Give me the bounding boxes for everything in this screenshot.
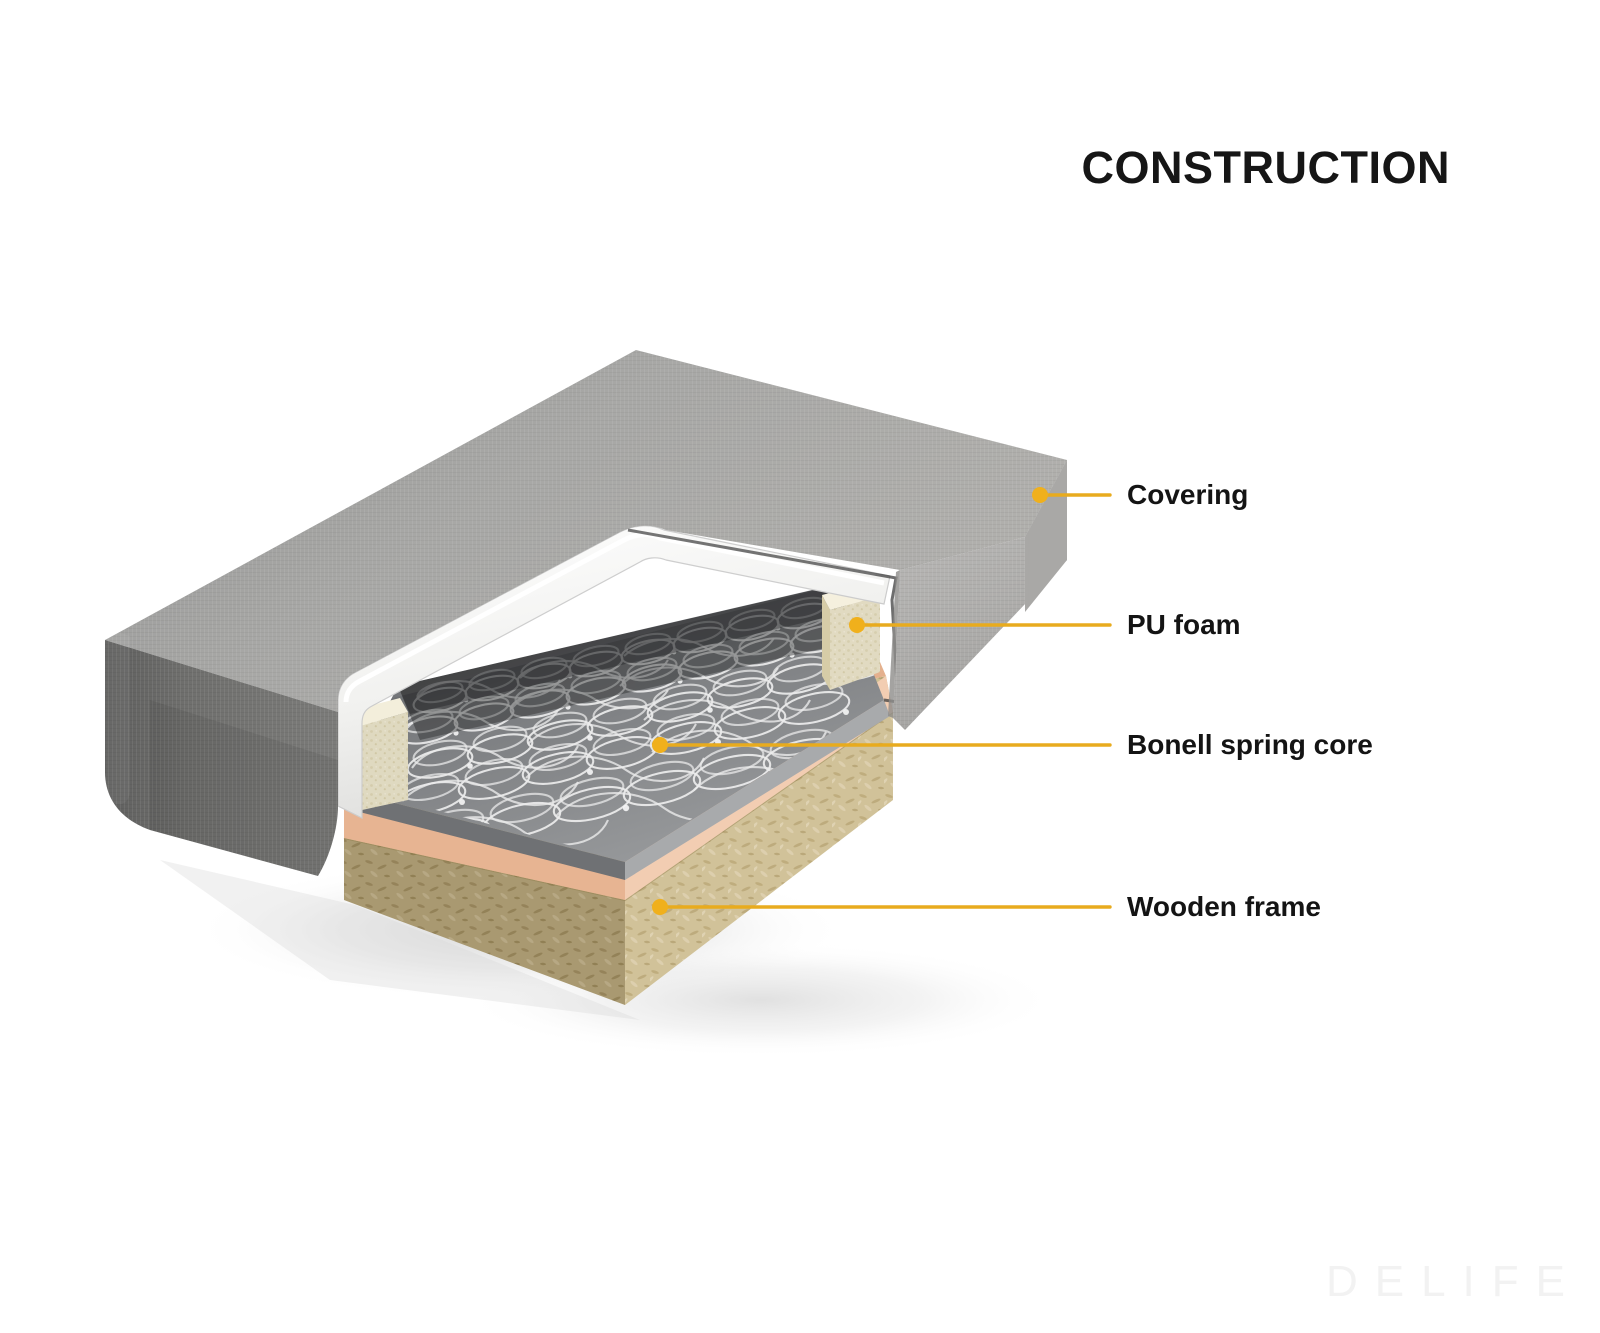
callout-dot-covering[interactable]	[1032, 487, 1048, 503]
delife-watermark: DELIFE	[1325, 1257, 1582, 1306]
callout-label-covering: Covering	[1127, 479, 1249, 510]
page-title: CONSTRUCTION	[1081, 142, 1450, 193]
pu-foam-layer	[345, 582, 880, 812]
wooden-frame-front	[344, 838, 625, 1005]
callout-label-pu-foam: PU foam	[1127, 609, 1241, 640]
callout-label-bonell-spring-core: Bonell spring core	[1127, 729, 1373, 760]
wooden-frame-end	[625, 712, 893, 1005]
callout-dot-bonell-spring-core[interactable]	[652, 737, 668, 753]
covering-layer	[105, 350, 1067, 876]
pu-foam-block-left	[345, 698, 408, 812]
callout-label-wooden-frame: Wooden frame	[1127, 891, 1321, 922]
callout-leaders	[652, 487, 1112, 915]
spring-coils	[398, 585, 885, 855]
spring-core-front-edge	[344, 790, 625, 880]
covering-top-weave	[105, 350, 1067, 712]
covering-end-bevel	[1025, 460, 1067, 612]
callout-dot-pu-foam[interactable]	[849, 617, 865, 633]
callout-dot-wooden-frame[interactable]	[652, 899, 668, 915]
